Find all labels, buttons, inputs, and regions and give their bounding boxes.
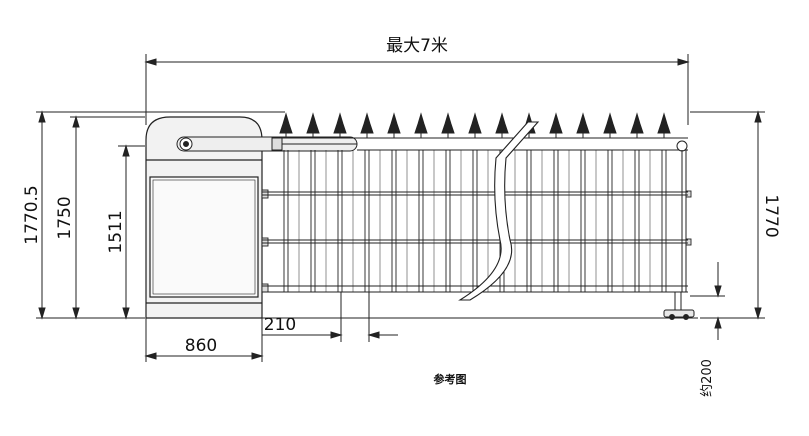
spike (333, 112, 347, 134)
right-height-dimension (690, 110, 765, 320)
gate-grid (261, 150, 692, 293)
bottom-dimensions (144, 292, 398, 362)
spike (468, 112, 482, 134)
spike (630, 112, 644, 134)
rail-end-cap (261, 189, 269, 199)
horizontal-rails (262, 191, 688, 293)
left-height-dimensions (36, 110, 285, 320)
max-length-label: 最大7米 (386, 36, 448, 56)
ground-clearance-dimension (690, 262, 725, 340)
spike (414, 112, 428, 134)
max-length-dimension (144, 54, 690, 125)
spike (495, 112, 509, 134)
rail-end-cap (261, 237, 269, 247)
break-lines (458, 121, 540, 301)
drive-arm (176, 136, 358, 152)
height-cabinet-label: 1511 (106, 210, 126, 253)
spike (657, 112, 671, 134)
spike (306, 112, 320, 134)
width-cabinet-label: 860 (185, 336, 217, 356)
cabinet-housing (145, 116, 263, 319)
spike (441, 112, 455, 134)
ground-clearance-label: 约200 (700, 359, 715, 397)
caption: 参考图 (434, 372, 467, 386)
height-housing-label: 1750 (55, 196, 75, 239)
spike (387, 112, 401, 134)
end-post (663, 150, 695, 320)
spike (549, 112, 563, 134)
spike (279, 112, 293, 134)
spike (360, 112, 374, 134)
top-rail (282, 137, 688, 152)
height-right-label: 1770 (761, 194, 781, 237)
spike-row (279, 112, 671, 138)
height-total-label: 1770.5 (22, 185, 42, 244)
spike (603, 112, 617, 134)
spike (576, 112, 590, 134)
gap-spacing-label: 210 (264, 315, 296, 335)
rail-end-cap (261, 283, 269, 293)
